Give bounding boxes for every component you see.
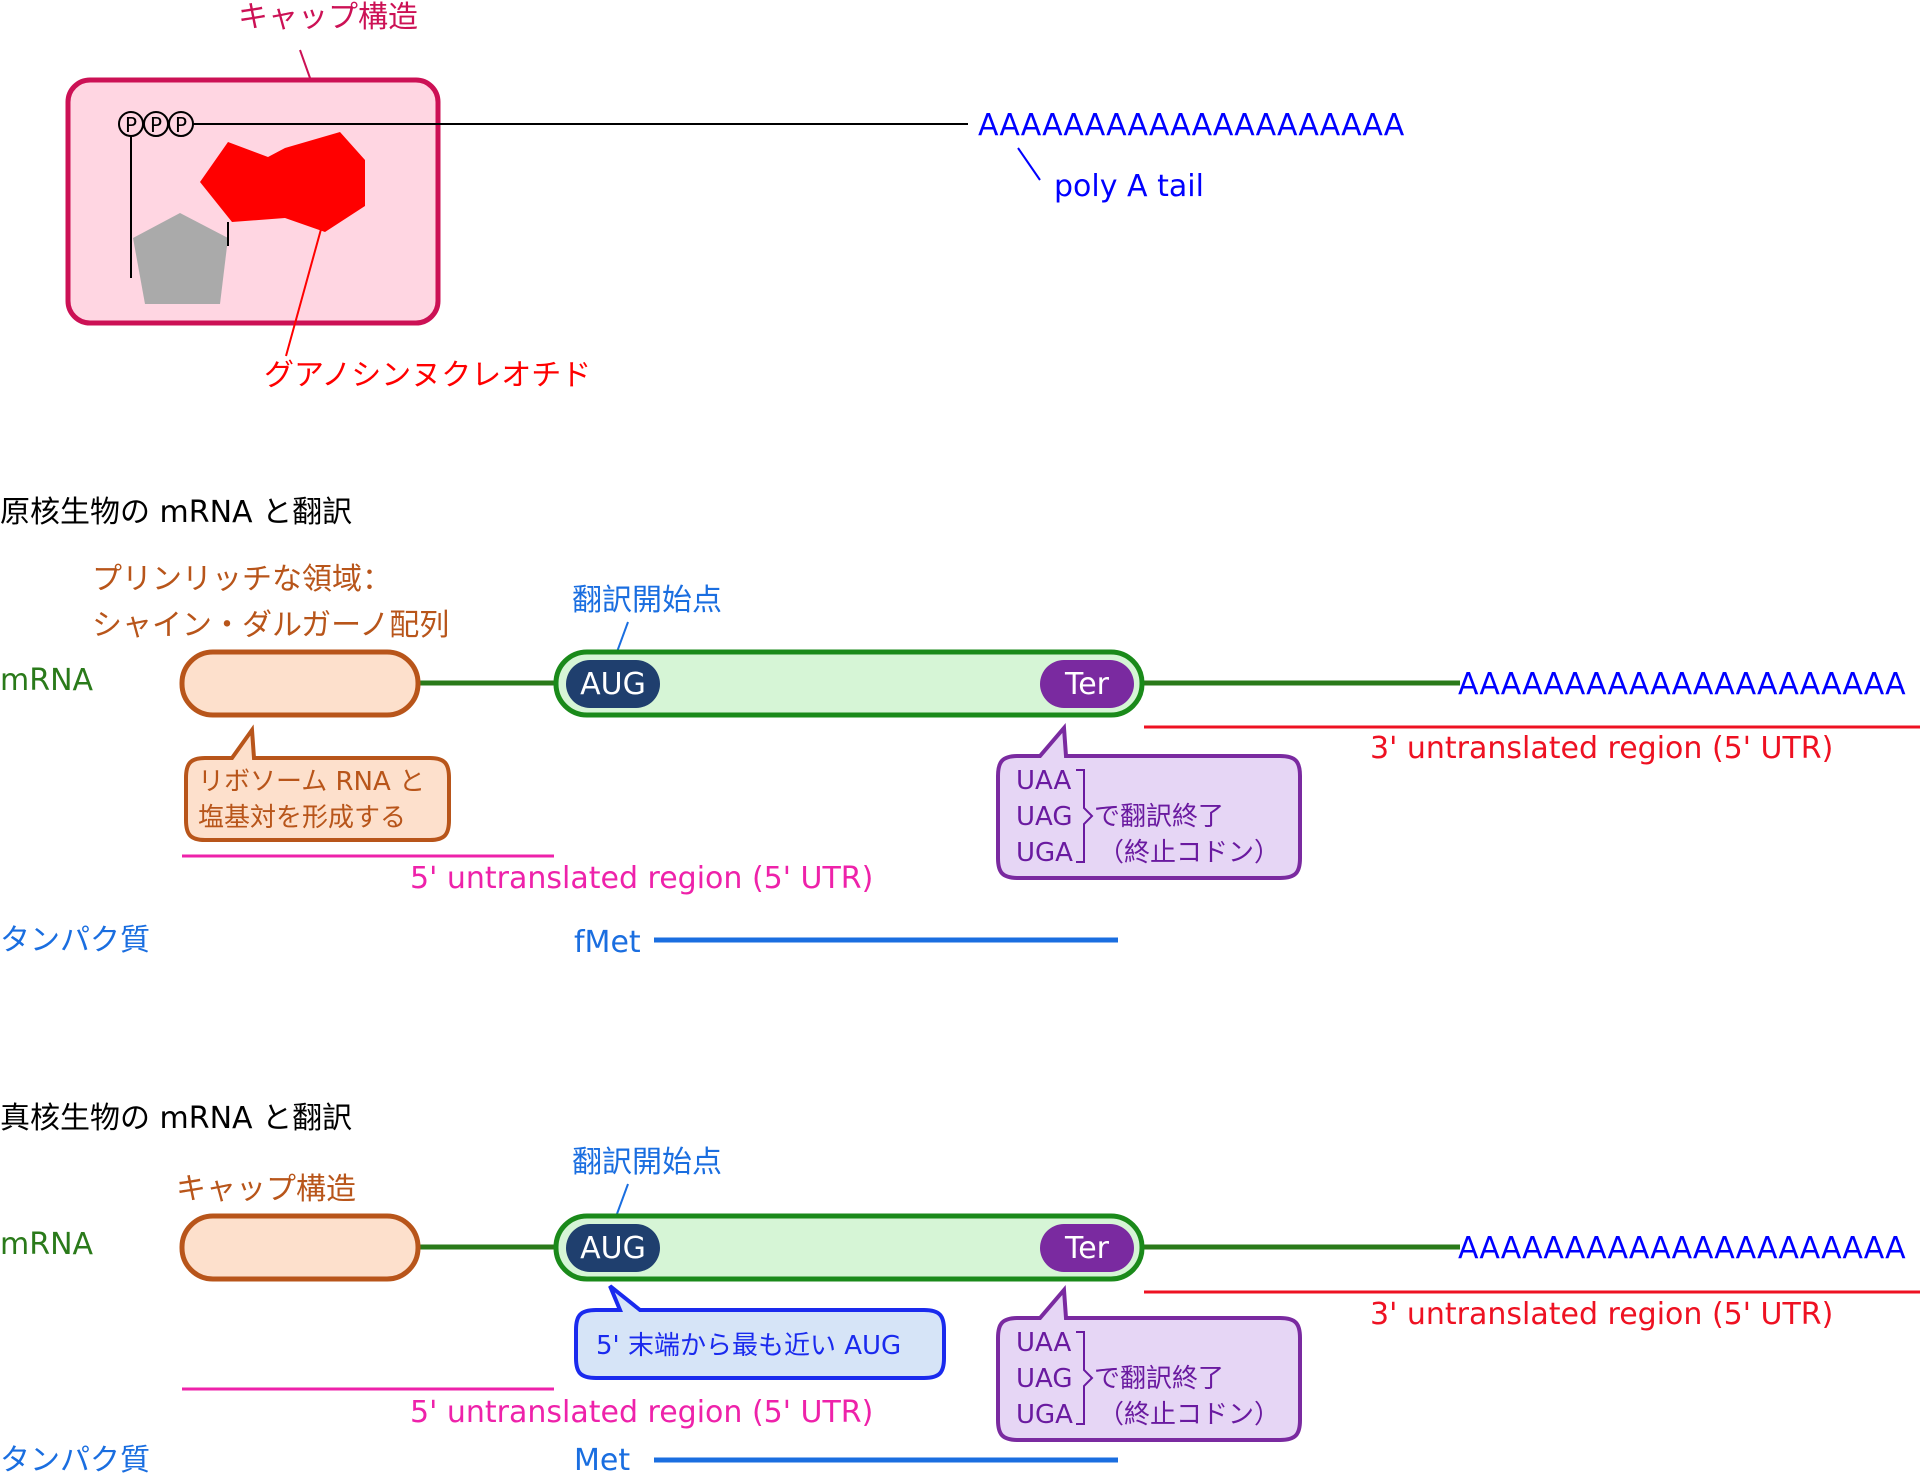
pro-ter-text: Ter	[1064, 667, 1110, 702]
pro-mrna-label: mRNA	[0, 663, 94, 698]
guanine-leader	[285, 221, 324, 357]
euk-ter-pill	[1040, 1224, 1134, 1272]
phosphate-2-label: P	[150, 113, 162, 137]
pro-ter-pill	[1040, 660, 1134, 708]
shine-dalgarno-box	[179, 649, 421, 718]
euk-aug-callout-text: 5' 末端から最も近い AUG	[596, 1331, 901, 1361]
sd-callout-line1: リボソーム RNA と	[198, 767, 425, 797]
euk-stop-text1: で翻訳終了	[1094, 1364, 1224, 1394]
cap-structure-label: キャップ構造	[238, 0, 418, 35]
euk-aug-callout	[574, 1284, 946, 1380]
pro-stop-codon-1: UAA	[1016, 766, 1072, 796]
triphosphate: P P P	[118, 111, 194, 137]
sd-callout-line2: 塩基対を形成する	[198, 803, 406, 833]
euk-aug-text: AUG	[580, 1231, 646, 1266]
euk-start-label: 翻訳開始点	[572, 1145, 722, 1180]
prokaryote-section: 原核生物の mRNA と翻訳 プリンリッチな領域： シャイン・ダルガーノ配列 翻…	[0, 495, 1920, 960]
polyA-tail-label: poly A tail	[1054, 169, 1204, 204]
euk-stop-codon-1: UAA	[1016, 1328, 1072, 1358]
eukaryote-section: 真核生物の mRNA と翻訳 翻訳開始点 キャップ構造 mRNA AUG Ter…	[0, 1101, 1920, 1475]
sd-label-line2: シャイン・ダルガーノ配列	[92, 608, 449, 643]
euk-cap-label: キャップ構造	[176, 1172, 356, 1207]
euk-stop-brace	[1076, 1331, 1094, 1425]
cap-structure-section: キャップ構造 P P P グアノシンヌクレオチド AAAAAAAAAAAAAAA…	[65, 0, 1405, 393]
pro-start-amino-acid: fMet	[574, 925, 641, 960]
pro-aug-pill	[566, 660, 660, 708]
pro-start-label: 翻訳開始点	[572, 583, 722, 618]
pro-polyA-sequence: AAAAAAAAAAAAAAAAAAAAA	[1458, 667, 1906, 702]
pro-stop-text1: で翻訳終了	[1094, 802, 1224, 832]
sd-label-line1: プリンリッチな領域：	[92, 562, 392, 597]
pro-stop-brace	[1076, 769, 1094, 863]
euk-cap-box	[179, 1213, 421, 1282]
sd-callout	[184, 724, 451, 842]
euk-mrna-label: mRNA	[0, 1227, 94, 1262]
euk-start-amino-acid: Met	[574, 1443, 630, 1475]
pro-stop-text2: （終止コドン）	[1098, 838, 1280, 868]
pro-protein-label: タンパク質	[0, 923, 150, 958]
guanine-label: グアノシンヌクレオチド	[264, 358, 591, 393]
pro-stop-callout	[996, 723, 1302, 880]
polyA-leader	[1017, 147, 1041, 181]
prokaryote-title: 原核生物の mRNA と翻訳	[0, 495, 352, 530]
phosphate-1-label: P	[125, 113, 137, 137]
euk-stop-callout	[996, 1285, 1302, 1442]
pro-3utr-label: 3' untranslated region (5' UTR)	[1370, 731, 1833, 766]
pro-aug-text: AUG	[580, 667, 646, 702]
euk-stop-codon-2: UAG	[1016, 1364, 1073, 1394]
pro-coding-region	[553, 649, 1145, 718]
pro-stop-codon-2: UAG	[1016, 802, 1073, 832]
phosphate-3-label: P	[175, 113, 187, 137]
euk-protein-label: タンパク質	[0, 1443, 150, 1475]
cap-polyA-sequence: AAAAAAAAAAAAAAAAAAAA	[978, 108, 1405, 143]
euk-stop-text2: （終止コドン）	[1098, 1400, 1280, 1430]
pro-5utr-label: 5' untranslated region (5' UTR)	[410, 861, 873, 896]
euk-aug-pill	[566, 1224, 660, 1272]
euk-5utr-label: 5' untranslated region (5' UTR)	[410, 1395, 873, 1430]
eukaryote-title: 真核生物の mRNA と翻訳	[0, 1101, 352, 1136]
phosphate-3	[168, 111, 194, 137]
cap-label-leader	[299, 49, 311, 79]
euk-ter-text: Ter	[1064, 1231, 1110, 1266]
pro-stop-codon-3: UGA	[1016, 838, 1073, 868]
euk-coding-region	[553, 1213, 1145, 1282]
euk-stop-codon-3: UGA	[1016, 1400, 1073, 1430]
guanine-base	[200, 132, 365, 232]
euk-3utr-label: 3' untranslated region (5' UTR)	[1370, 1297, 1833, 1332]
euk-polyA-sequence: AAAAAAAAAAAAAAAAAAAAA	[1458, 1231, 1906, 1266]
ribose-pentagon	[133, 213, 228, 304]
